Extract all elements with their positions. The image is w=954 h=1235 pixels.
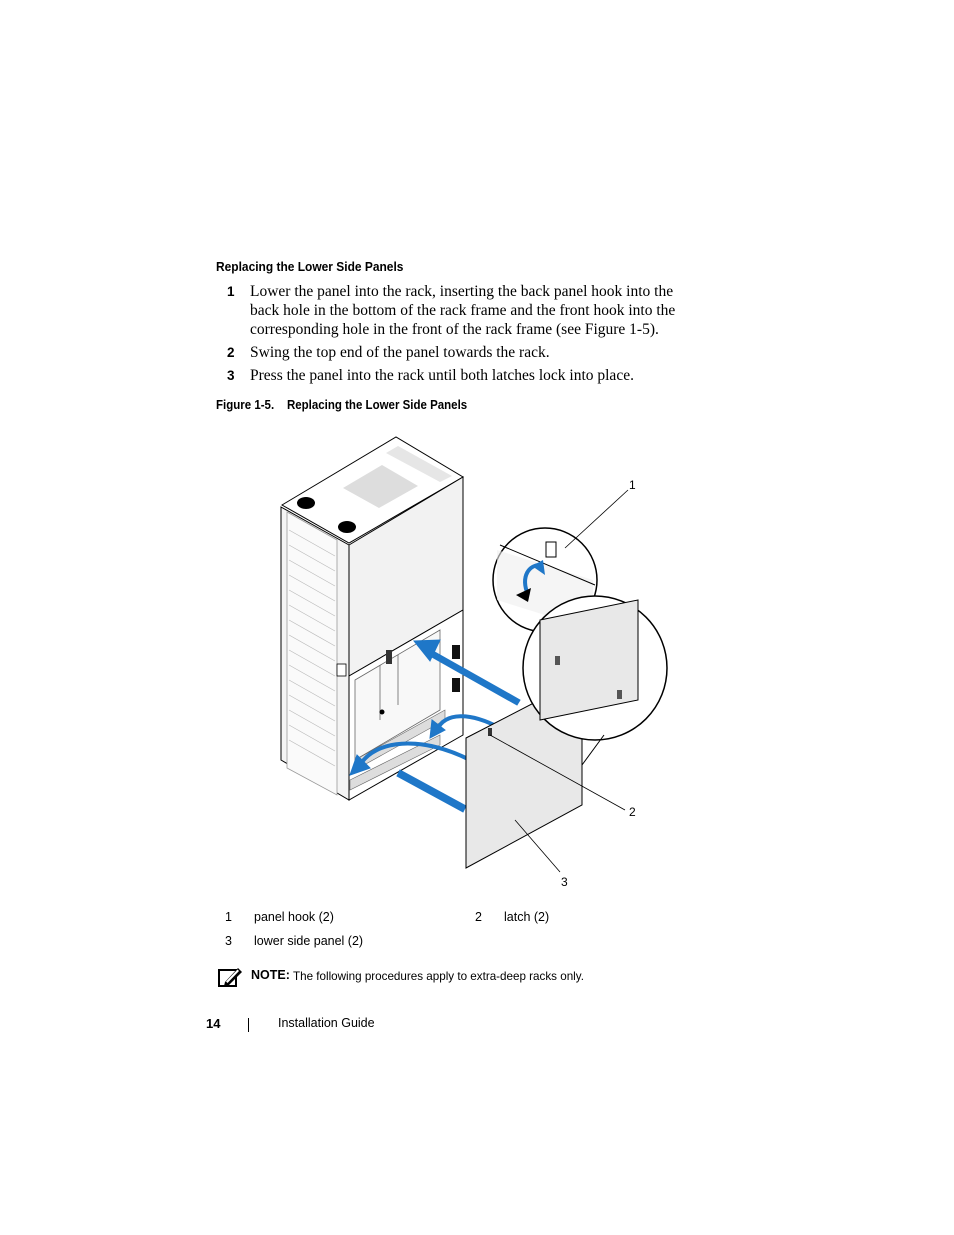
step-1: 1 Lower the panel into the rack, inserti… [216,282,696,342]
rack-top-vent [343,465,418,508]
step-text: Press the panel into the rack until both… [250,367,634,384]
section-heading: Replacing the Lower Side Panels [216,259,404,274]
step-number: 1 [227,284,235,299]
footer-separator [248,1018,249,1032]
figure-caption-number: Figure 1-5. [216,398,275,412]
legend-label: latch (2) [504,910,550,924]
step-3: 3 Press the panel into the rack until bo… [216,366,696,386]
step-number: 3 [227,368,235,383]
figure-caption-title: Replacing the Lower Side Panels [286,398,468,412]
note-label: NOTE: [251,968,290,982]
callout-2: 2 [629,805,636,819]
step-number: 2 [227,345,235,360]
step-2: 2 Swing the top end of the panel towards… [216,343,696,363]
arrow-icon [412,639,441,662]
cable-hole-icon [297,497,315,509]
curved-arrow-icon [358,741,471,767]
cable-hole-icon [338,521,356,533]
arrow-icon [396,769,467,813]
legend-label: lower side panel (2) [254,934,364,948]
legend-label: panel hook (2) [254,910,334,924]
note: NOTE: The following procedures apply to … [217,966,737,990]
page-number: 14 [206,1016,221,1031]
callout-1: 1 [629,478,636,492]
legend-number: 1 [225,910,232,924]
legend-number: 2 [475,910,482,924]
figure-caption: Figure 1-5. Replacing the Lower Side Pan… [216,398,467,412]
note-text: The following procedures apply to extra-… [293,969,584,983]
legend-number: 3 [225,934,232,948]
rack-side-panel-illustration: 1 2 3 [280,436,668,889]
step-text: Swing the top end of the panel towards t… [250,344,550,361]
note-pencil-icon [218,968,242,987]
footer-doc-title: Installation Guide [278,1016,375,1030]
callout-3: 3 [561,875,568,889]
step-text: Lower the panel into the rack, inserting… [250,283,676,338]
